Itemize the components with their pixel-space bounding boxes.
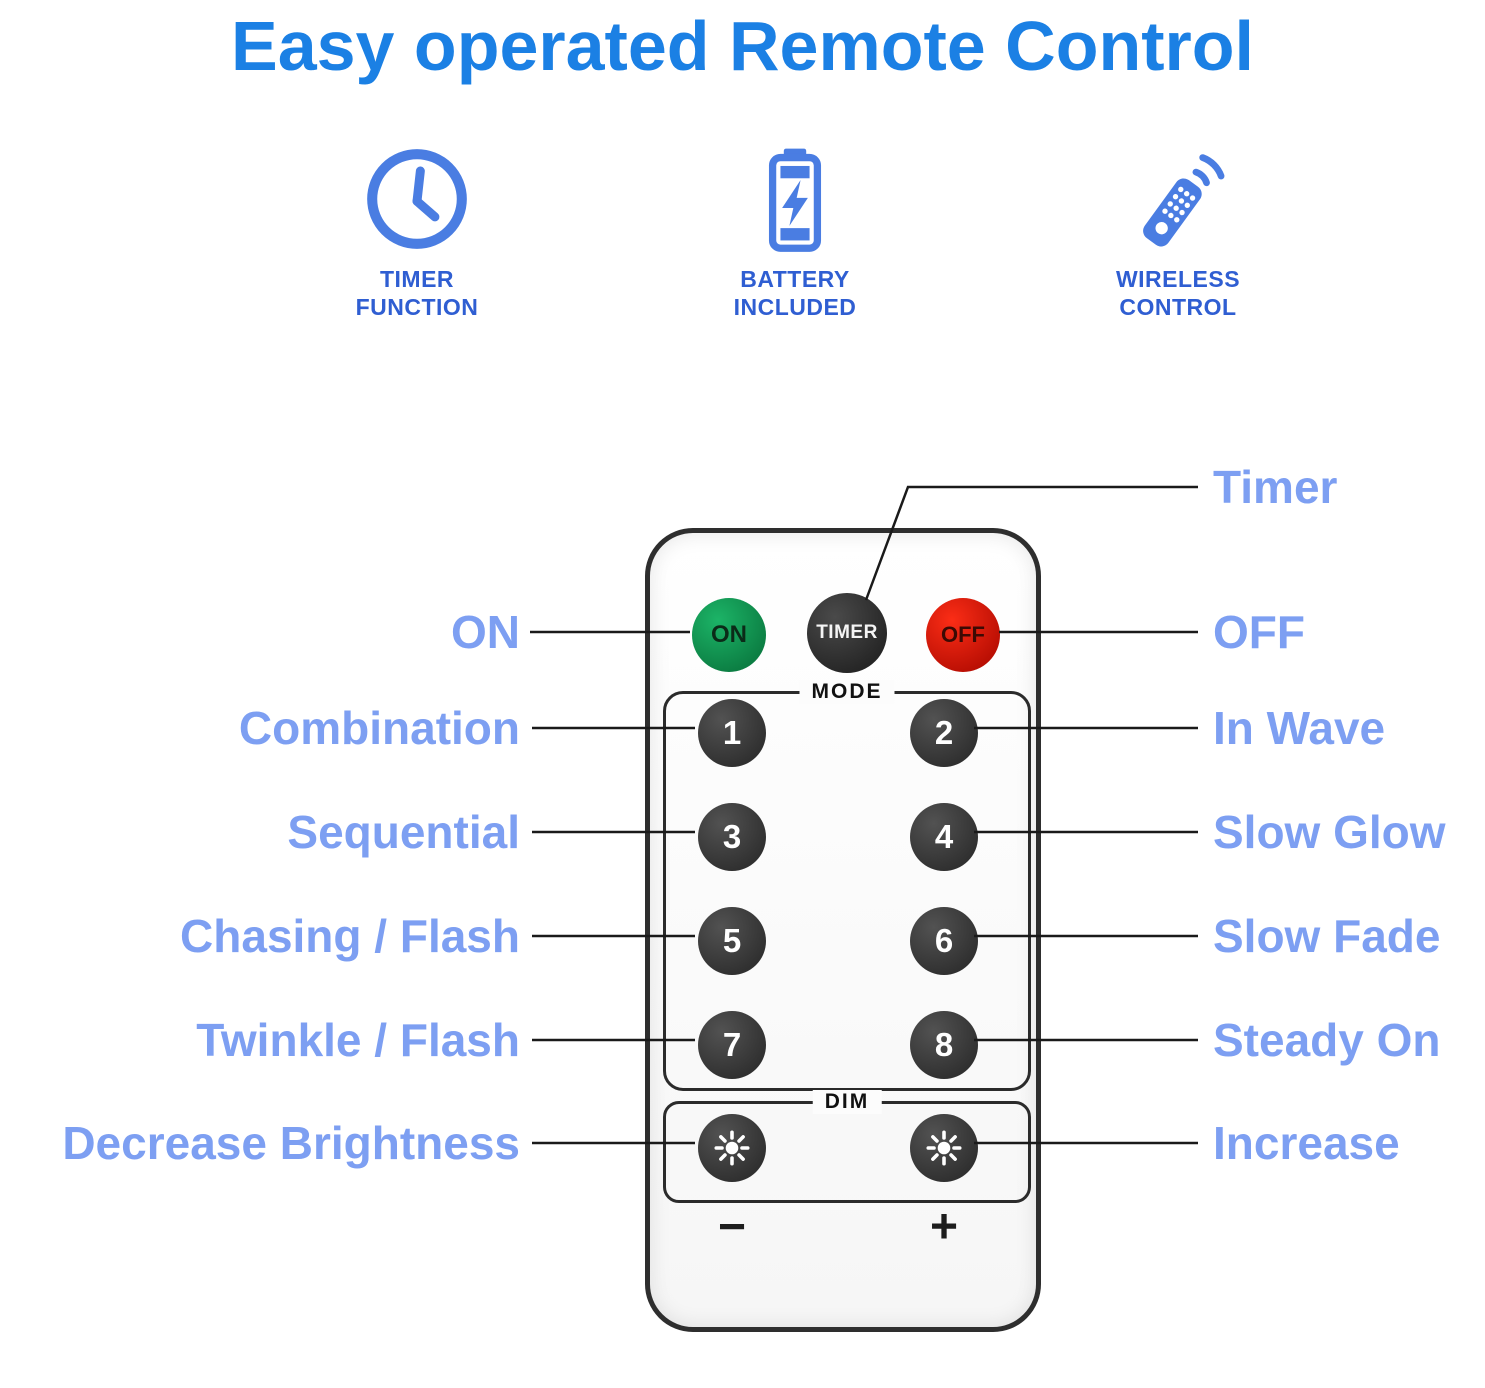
remote-off-button: OFF [926, 598, 1000, 672]
plus-symbol: + [929, 1200, 959, 1254]
feature-wireless-control: WIRELESS CONTROL [1048, 140, 1308, 321]
label-on: ON [451, 606, 520, 658]
mode-button-3: 3 [698, 803, 766, 871]
label-slow-fade: Slow Fade [1213, 910, 1441, 962]
feature-label-line2: CONTROL [1119, 293, 1237, 320]
dim-section-label: DIM [812, 1090, 882, 1114]
dim-increase-button [910, 1114, 978, 1182]
minus-symbol: − [717, 1200, 747, 1254]
page-title: Easy operated Remote Control [231, 7, 1254, 85]
brightness-icon [926, 1130, 962, 1166]
label-slow-glow: Slow Glow [1213, 806, 1446, 858]
label-timer: Timer [1213, 461, 1338, 513]
mode-button-6: 6 [910, 907, 978, 975]
label-combination: Combination [238, 702, 520, 754]
brightness-icon [714, 1130, 750, 1166]
label-sequential: Sequential [287, 806, 520, 858]
label-decrease-brightness: Decrease Brightness [62, 1117, 520, 1169]
label-off: OFF [1213, 606, 1305, 658]
remote-control: ON TIMER OFF MODE 1 2 3 4 5 6 7 8 DIM [645, 528, 1041, 1332]
mode-button-1: 1 [698, 699, 766, 767]
mode-section-label: MODE [799, 680, 895, 704]
mode-section: MODE [663, 680, 1031, 1091]
mode-button-5: 5 [698, 907, 766, 975]
feature-label-line1: BATTERY [740, 266, 850, 292]
label-chasing-flash: Chasing / Flash [180, 910, 520, 962]
label-in-wave: In Wave [1213, 702, 1386, 754]
label-steady-on: Steady On [1213, 1014, 1441, 1066]
feature-timer-function: TIMER FUNCTION [287, 140, 547, 321]
feature-battery-included: BATTERY INCLUDED [665, 140, 925, 321]
remote-signal-icon [1048, 140, 1308, 258]
mode-button-4: 4 [910, 803, 978, 871]
label-increase: Increase [1213, 1117, 1400, 1169]
feature-label-line2: FUNCTION [355, 293, 479, 320]
clock-icon [287, 140, 547, 258]
mode-button-8: 8 [910, 1011, 978, 1079]
remote-on-button: ON [692, 598, 766, 672]
battery-icon [665, 140, 925, 258]
feature-label-line1: TIMER [379, 266, 455, 292]
feature-label-line2: INCLUDED [733, 293, 857, 320]
label-twinkle-flash: Twinkle / Flash [196, 1014, 520, 1066]
feature-label-line1: WIRELESS [1115, 266, 1241, 292]
mode-button-2: 2 [910, 699, 978, 767]
dim-decrease-button [698, 1114, 766, 1182]
remote-timer-button: TIMER [807, 593, 887, 673]
dim-section: DIM [663, 1090, 1031, 1203]
mode-button-7: 7 [698, 1011, 766, 1079]
